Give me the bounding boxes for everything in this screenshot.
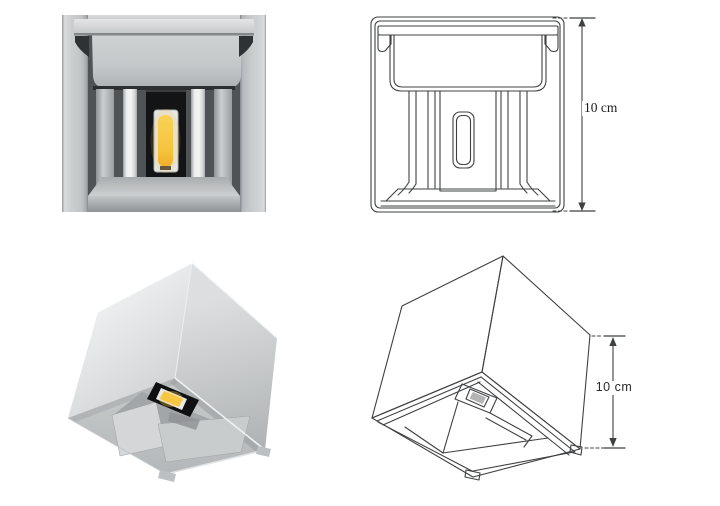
cube-edges [67,262,278,475]
perspective-height-dimension-label: 10 cm [592,380,636,395]
led-glow [159,391,183,407]
led-strip [160,391,183,407]
reflector-flap-lines [404,401,549,454]
reflector-flap-bottom [157,415,251,463]
front-view-photo [62,15,266,212]
bottom-opening [68,378,265,463]
led-module-outline [454,383,498,414]
led-module [146,90,186,194]
cube-top-left-face [68,263,192,418]
bottom-tray-outline [380,188,556,207]
led-module-outline [439,90,497,192]
perspective-view-drawing [371,255,626,481]
front-height-dimension-label: 10 cm [582,100,620,116]
led-strip [158,115,173,167]
frame-outline [370,16,565,213]
mounting-feet-outline [464,444,583,481]
fins-outline [397,90,539,196]
front-view-drawing [370,16,596,213]
perspective-view-photo [67,262,278,482]
junction-box-outline [377,25,559,92]
cube-right-face [175,263,277,450]
cooling-fins [96,89,232,193]
cube-outline [371,255,591,478]
junction-box [74,19,254,90]
bottom-shelf [88,177,240,196]
led-glow [150,109,181,173]
mounting-feet [158,446,271,482]
